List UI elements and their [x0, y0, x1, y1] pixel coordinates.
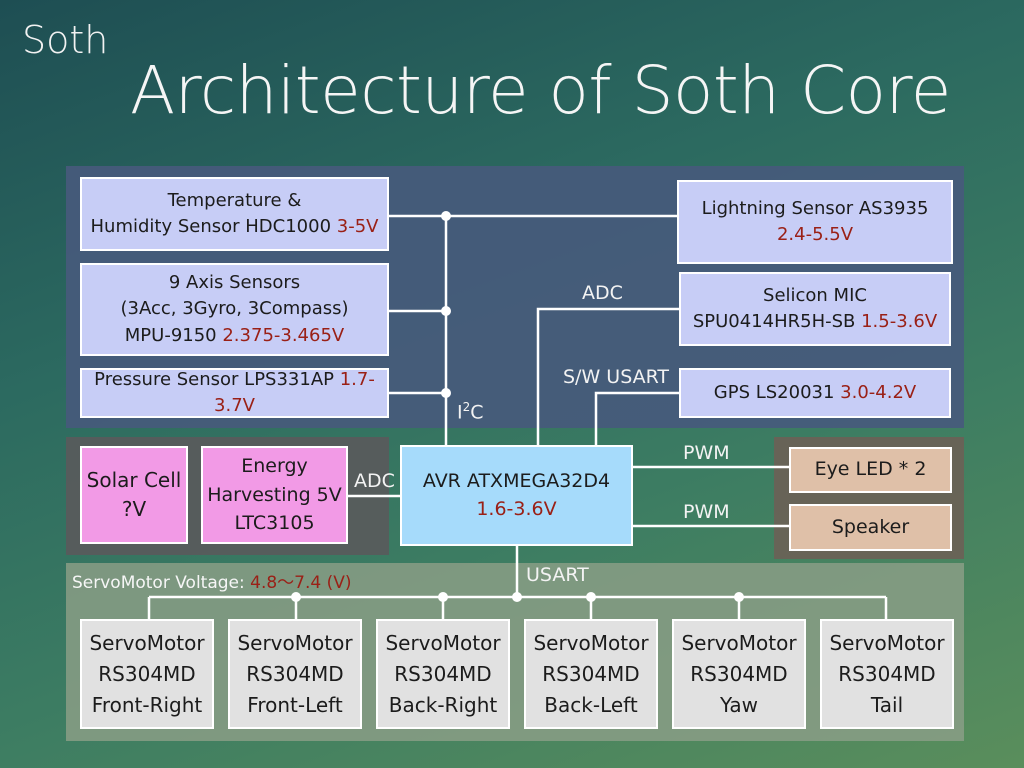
sw-usart-label: S/W USART: [563, 366, 670, 388]
servo-line1: ServoMotor: [237, 630, 353, 655]
harvest-line1: Energy: [241, 455, 308, 478]
imu-line3: MPU-9150: [124, 324, 223, 346]
solar-cell-label: Solar Cell: [86, 468, 182, 492]
servo-line2: RS304MD: [690, 661, 788, 686]
mic-line2: SPU0414HR5H-SB: [692, 311, 862, 332]
servo-voltage-label: ServoMotor Voltage:: [72, 573, 251, 593]
lightning-sensor-voltage: 2.4-5.5V: [776, 224, 854, 245]
pressure-sensor-voltage: 1.7-3.7V: [214, 368, 375, 416]
servo-line2: RS304MD: [98, 661, 196, 686]
temp-sensor-line1: Temperature &: [167, 189, 302, 211]
lightning-sensor-label: Lightning Sensor AS3935: [701, 197, 929, 219]
eye-led-box: Eye LED * 2: [789, 447, 952, 493]
servo-line3: Front-Right: [91, 692, 203, 717]
servo-voltage-note: ServoMotor Voltage: 4.8〜7.4 (V): [72, 568, 352, 593]
servo-line1: ServoMotor: [533, 630, 649, 655]
servo-line3: Yaw: [719, 692, 759, 717]
mic-box: Selicon MIC SPU0414HR5H-SB 1.5-3.6V: [679, 272, 951, 346]
solar-cell-box: Solar Cell ?V: [80, 446, 188, 544]
pwm-speaker-label: PWM: [683, 501, 730, 523]
pressure-sensor-label: Pressure Sensor LPS331AP: [94, 368, 340, 390]
servo-line3: Back-Left: [544, 692, 638, 717]
servo-yaw-box: ServoMotor RS304MD Yaw: [672, 619, 806, 729]
imu-line1: 9 Axis Sensors: [168, 272, 301, 294]
speaker-label: Speaker: [831, 515, 910, 538]
gps-box: GPS LS20031 3.0-4.2V: [679, 368, 951, 418]
i2c-label: I2C: [457, 400, 484, 424]
servo-line1: ServoMotor: [681, 630, 797, 655]
servo-line3: Back-Right: [388, 692, 498, 717]
mic-voltage: 1.5-3.6V: [861, 311, 938, 332]
servo-line1: ServoMotor: [89, 630, 205, 655]
nine-axis-sensor-box: 9 Axis Sensors (3Acc, 3Gyro, 3Compass) M…: [80, 263, 389, 356]
eye-led-label: Eye LED * 2: [814, 458, 927, 481]
mcu-box: AVR ATXMEGA32D4 1.6-3.6V: [400, 445, 633, 546]
temp-sensor-line2: Humidity Sensor HDC1000: [90, 216, 337, 237]
usart-label: USART: [526, 564, 589, 586]
mcu-voltage: 1.6-3.6V: [476, 497, 557, 520]
servo-line3: Front-Left: [247, 692, 343, 717]
speaker-box: Speaker: [789, 504, 952, 551]
servo-line2: RS304MD: [542, 661, 640, 686]
pressure-sensor-box: Pressure Sensor LPS331AP 1.7-3.7V: [80, 368, 389, 418]
servo-line2: RS304MD: [246, 661, 344, 686]
mic-line1: Selicon MIC: [763, 284, 867, 306]
gps-label: GPS LS20031: [713, 381, 841, 403]
pwm-eye-label: PWM: [683, 442, 730, 464]
servo-line1: ServoMotor: [829, 630, 945, 655]
servo-back-left-box: ServoMotor RS304MD Back-Left: [524, 619, 658, 729]
servo-back-right-box: ServoMotor RS304MD Back-Right: [376, 619, 510, 729]
harvest-line2: Harvesting 5V: [207, 483, 342, 506]
gps-voltage: 3.0-4.2V: [840, 381, 917, 403]
solar-cell-voltage: ?V: [121, 497, 147, 521]
slide-kicker: Soth: [22, 18, 109, 62]
adc-mic-label: ADC: [582, 282, 623, 304]
harvest-line3: LTC3105: [234, 512, 315, 535]
servo-line2: RS304MD: [394, 661, 492, 686]
lightning-sensor-box: Lightning Sensor AS3935 2.4-5.5V: [677, 180, 953, 264]
servo-tail-box: ServoMotor RS304MD Tail: [820, 619, 954, 729]
energy-harvesting-box: Energy Harvesting 5V LTC3105: [201, 446, 348, 544]
mcu-name: AVR ATXMEGA32D4: [422, 469, 611, 492]
servo-line1: ServoMotor: [385, 630, 501, 655]
servo-front-right-box: ServoMotor RS304MD Front-Right: [80, 619, 214, 729]
servo-line2: RS304MD: [838, 661, 936, 686]
servo-line3: Tail: [870, 692, 904, 717]
slide-title: Architecture of Soth Core: [130, 52, 951, 129]
servo-voltage-value: 4.8〜7.4 (V): [250, 573, 352, 593]
adc-power-label: ADC: [354, 470, 395, 492]
imu-voltage: 2.375-3.465V: [222, 324, 345, 346]
servo-front-left-box: ServoMotor RS304MD Front-Left: [228, 619, 362, 729]
temp-humidity-sensor-box: Temperature & Humidity Sensor HDC1000 3-…: [80, 177, 389, 251]
temp-sensor-voltage: 3-5V: [336, 216, 379, 237]
imu-line2: (3Acc, 3Gyro, 3Compass): [120, 298, 349, 320]
